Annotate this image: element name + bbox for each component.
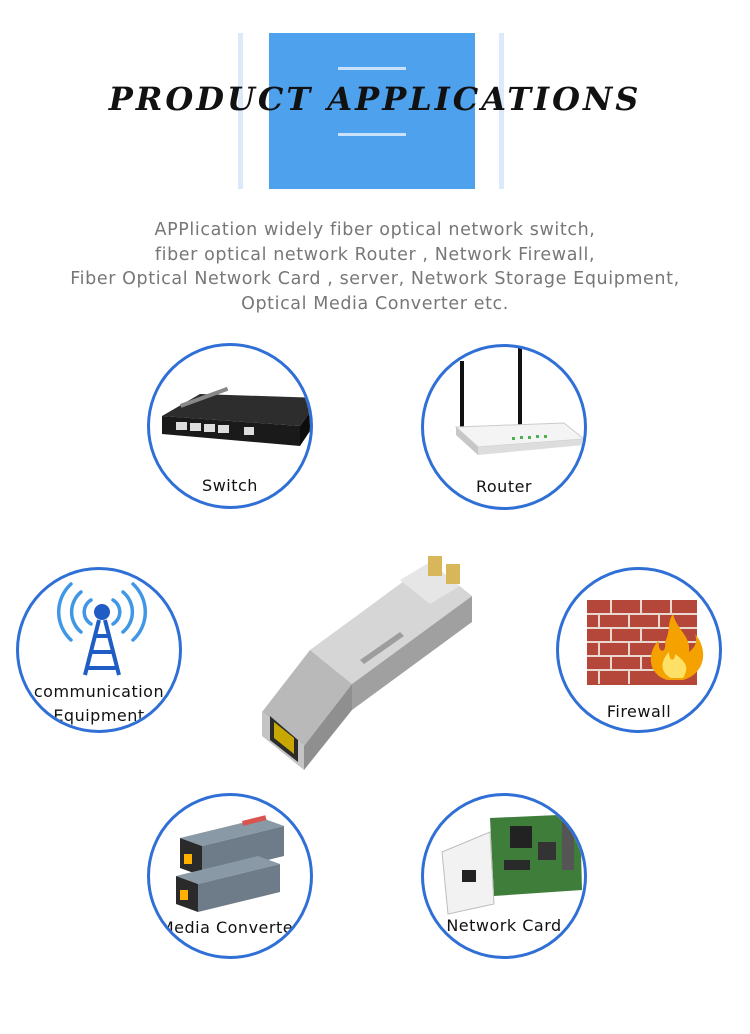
application-firewall: Firewall <box>556 567 722 733</box>
media-converter-icon <box>176 815 284 912</box>
switch-label: Switch <box>202 476 258 495</box>
router-icon <box>454 347 584 455</box>
banner-right-line <box>499 33 504 189</box>
sfp-module-image <box>262 556 472 770</box>
description-line: Fiber Optical Network Card , server, Net… <box>70 269 680 289</box>
switch-icon <box>162 386 310 446</box>
banner-left-line <box>238 33 243 189</box>
application-switch: Switch <box>147 343 313 509</box>
application-media-converter: Media Converter <box>147 793 313 959</box>
router-label: Router <box>475 477 533 496</box>
description: APPlication widely fiber optical network… <box>20 218 730 316</box>
application-communication-equipment: communication Equipment <box>16 567 182 733</box>
description-line: APPlication widely fiber optical network… <box>154 220 596 240</box>
communication-label: communication <box>33 682 165 701</box>
equipment-label: Equipment <box>53 706 145 725</box>
page-title: PRODUCT APPLICATIONS <box>108 80 642 118</box>
banner-dash-top <box>338 67 406 70</box>
firewall-label: Firewall <box>606 702 672 721</box>
banner-block <box>269 33 475 189</box>
description-line: fiber optical network Router , Network F… <box>154 244 596 265</box>
application-network-card: Network Card <box>421 793 587 959</box>
firewall-icon <box>587 600 704 685</box>
application-router: Router <box>421 344 587 510</box>
description-line: Optical Media Converter etc. <box>241 293 509 314</box>
banner-dash-bottom <box>338 133 406 136</box>
network-card-icon <box>441 814 582 915</box>
network-card-label: Network Card <box>446 916 562 935</box>
antenna-tower-icon <box>57 582 147 676</box>
media-converter-label: Media Converter <box>159 918 301 937</box>
